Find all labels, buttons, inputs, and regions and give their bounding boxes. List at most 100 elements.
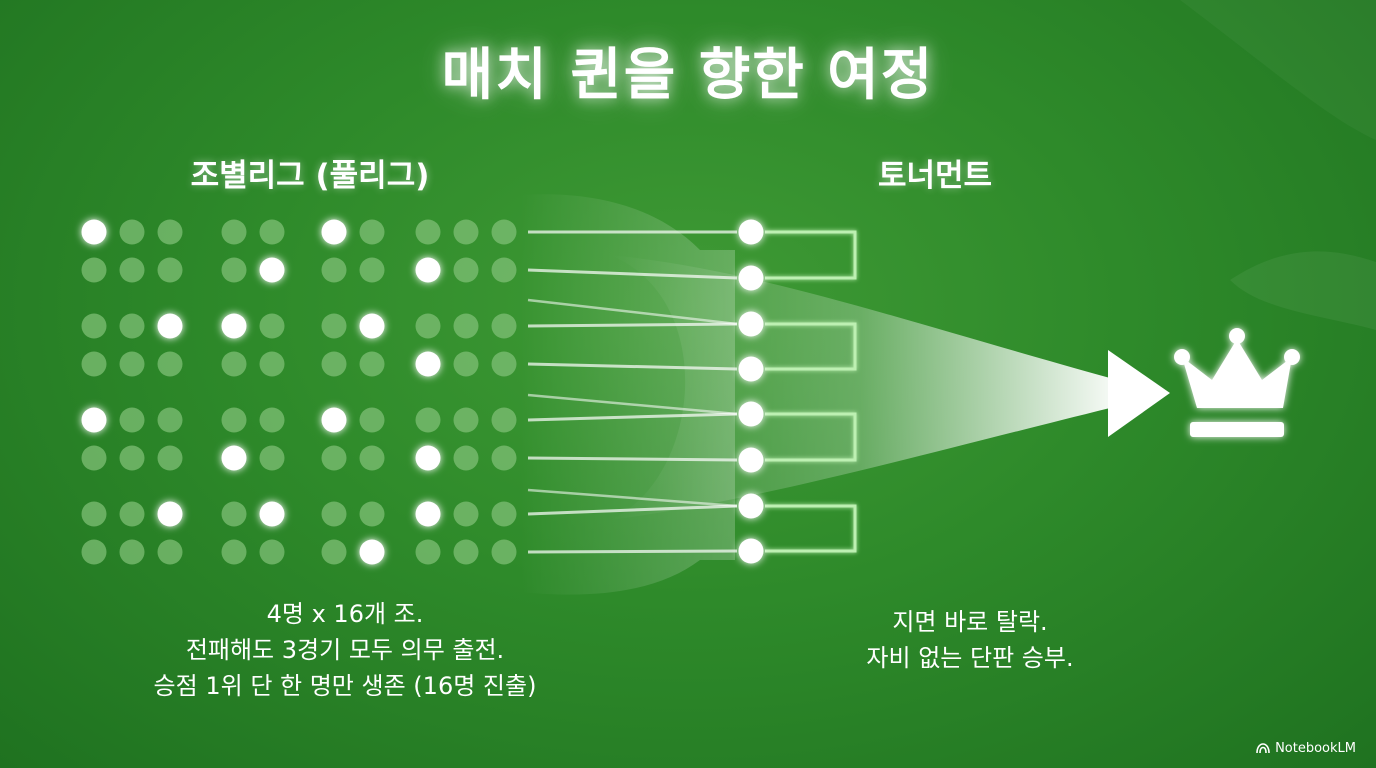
group-winner-dot: [81, 407, 107, 433]
player-dot: [81, 351, 107, 377]
player-dot: [491, 539, 517, 565]
background-wisp: [1230, 251, 1376, 330]
player-dot: [157, 445, 183, 471]
group-15: [321, 501, 385, 565]
player-dot: [415, 313, 441, 339]
group-2: [221, 219, 285, 283]
crown-icon: [1174, 328, 1300, 437]
group-1: [81, 219, 183, 283]
group-winner-dot: [221, 313, 247, 339]
notebooklm-logo-icon: [1256, 743, 1270, 754]
player-dot: [221, 351, 247, 377]
player-dot: [81, 501, 107, 527]
group-winner-dot: [415, 351, 441, 377]
player-dot: [359, 445, 385, 471]
player-dot: [157, 351, 183, 377]
tournament-entrant-dot: [738, 265, 764, 291]
player-dot: [119, 445, 145, 471]
player-dot: [491, 501, 517, 527]
group-winner-dot: [259, 501, 285, 527]
player-dot: [221, 219, 247, 245]
group-3: [321, 219, 385, 283]
tournament-entrant-dot: [738, 493, 764, 519]
player-dot: [81, 539, 107, 565]
bracket-connector: [765, 230, 857, 280]
advance-line: [527, 549, 738, 554]
player-dot: [321, 445, 347, 471]
group-stage-heading: 조별리그 (풀리그): [190, 158, 430, 194]
player-dot: [453, 539, 479, 565]
tournament-bracket: [738, 219, 1065, 564]
caption-line: 승점 1위 단 한 명만 생존 (16명 진출): [153, 672, 537, 700]
player-dot: [453, 313, 479, 339]
group-winner-dot: [359, 539, 385, 565]
group-10: [221, 407, 285, 471]
group-11: [321, 407, 385, 471]
player-dot: [119, 351, 145, 377]
group-winner-dot: [157, 313, 183, 339]
group-9: [81, 407, 183, 471]
advance-line: [527, 298, 738, 326]
player-dot: [359, 407, 385, 433]
player-dot: [415, 407, 441, 433]
player-dot: [81, 257, 107, 283]
tournament-entrant-dot: [738, 311, 764, 337]
group-winner-dot: [321, 407, 347, 433]
group-5: [81, 313, 183, 377]
background-wisp: [1180, 0, 1376, 140]
tournament-entrant-dot: [738, 401, 764, 427]
player-dot: [321, 257, 347, 283]
player-dot: [221, 539, 247, 565]
bracket-connector: [765, 504, 857, 553]
group-4: [415, 219, 517, 283]
tournament-entrant-dot: [738, 538, 764, 564]
player-dot: [259, 407, 285, 433]
tournament-heading: 토너먼트: [877, 158, 993, 194]
group-13: [81, 501, 183, 565]
player-dot: [453, 257, 479, 283]
player-dot: [119, 257, 145, 283]
player-dot: [81, 445, 107, 471]
winner-beam: [610, 255, 1110, 520]
player-dot: [119, 501, 145, 527]
group-winner-dot: [359, 313, 385, 339]
caption-line: 자비 없는 단판 승부.: [866, 644, 1074, 672]
player-dot: [453, 501, 479, 527]
advance-line: [527, 322, 738, 328]
player-dot: [259, 539, 285, 565]
group-winner-dot: [415, 445, 441, 471]
player-dot: [491, 351, 517, 377]
player-dot: [157, 539, 183, 565]
player-dot: [221, 501, 247, 527]
group-winner-dot: [221, 445, 247, 471]
group-winner-dot: [259, 257, 285, 283]
group-8: [415, 313, 517, 377]
advance-line: [527, 268, 738, 280]
tournament-caption: 지면 바로 탈락. 자비 없는 단판 승부.: [800, 604, 1140, 676]
player-dot: [491, 313, 517, 339]
group-14: [221, 501, 285, 565]
group-6: [221, 313, 285, 377]
group-stage-caption: 4명 x 16개 조. 전패해도 3경기 모두 의무 출전. 승점 1위 단 한…: [75, 596, 615, 704]
player-dot: [453, 219, 479, 245]
player-dot: [119, 219, 145, 245]
tournament-entrant-dot: [738, 447, 764, 473]
player-dot: [491, 257, 517, 283]
player-dot: [259, 445, 285, 471]
player-dot: [453, 351, 479, 377]
advance-line: [527, 412, 738, 422]
player-dot: [359, 257, 385, 283]
player-dot: [221, 257, 247, 283]
player-dot: [491, 407, 517, 433]
group-stage-grid: [81, 219, 517, 565]
group-16: [415, 501, 517, 565]
page-title: 매치 퀸을 향한 여정: [441, 43, 935, 108]
brand-label: NotebookLM: [1275, 741, 1356, 756]
group-12: [415, 407, 517, 471]
advance-lines: [527, 230, 738, 554]
player-dot: [359, 219, 385, 245]
arrow-right-icon: [1108, 350, 1170, 437]
group-winner-dot: [321, 219, 347, 245]
player-dot: [321, 539, 347, 565]
player-dot: [453, 407, 479, 433]
